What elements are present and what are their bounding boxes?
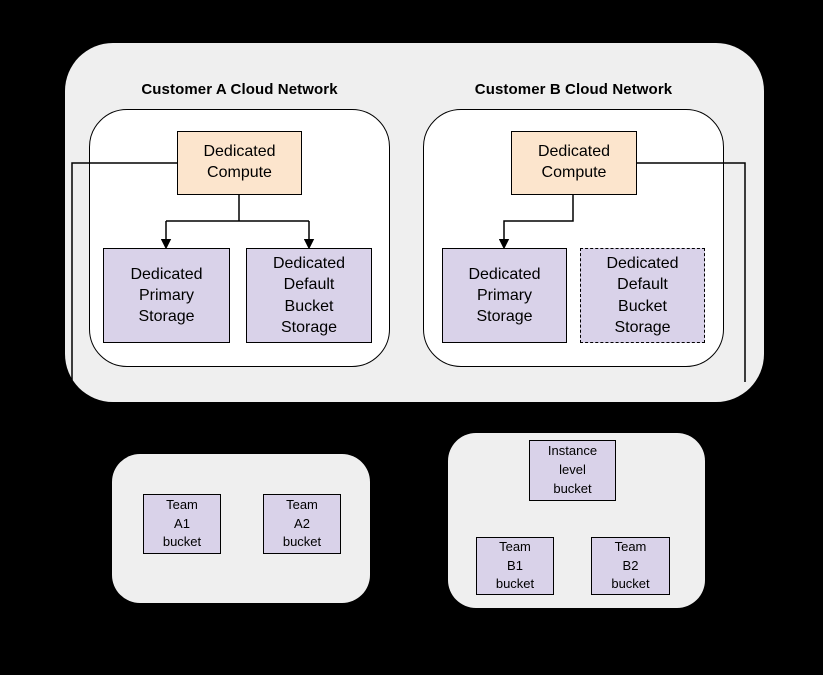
instance-level-bucket-node: Instance level bucket <box>529 440 616 501</box>
customer-a-network-title: Customer A Cloud Network <box>141 81 338 98</box>
team-b2-bucket-node: Team B2 bucket <box>591 537 670 595</box>
team-a1-bucket-label: Team A1 bucket <box>162 496 202 550</box>
customer-b-primary-storage-node: Dedicated Primary Storage <box>442 248 567 343</box>
customer-a-default-bucket-storage-label: Dedicated Default Bucket Storage <box>272 255 346 336</box>
instance-level-bucket-label: Instance level bucket <box>547 443 598 496</box>
customer-a-dedicated-compute-label: Dedicated Compute <box>203 143 276 181</box>
customer-a-primary-storage-label: Dedicated Primary Storage <box>130 265 203 326</box>
customer-a-primary-storage-node: Dedicated Primary Storage <box>103 248 230 343</box>
team-a1-bucket-node: Team A1 bucket <box>143 494 221 554</box>
customer-b-dedicated-compute-node: Dedicated Compute <box>511 131 637 195</box>
customer-b-network-title: Customer B Cloud Network <box>474 81 673 98</box>
customer-a-dedicated-compute-node: Dedicated Compute <box>177 131 302 195</box>
customer-b-primary-storage-label: Dedicated Primary Storage <box>468 265 541 326</box>
team-b1-bucket-label: Team B1 bucket <box>495 538 535 592</box>
customer-a-default-bucket-storage-node: Dedicated Default Bucket Storage <box>246 248 372 343</box>
team-b1-bucket-node: Team B1 bucket <box>476 537 554 595</box>
customer-b-dedicated-compute-label: Dedicated Compute <box>537 143 611 181</box>
connector-arrow-b-primary <box>498 195 574 250</box>
team-b2-bucket-label: Team B2 bucket <box>611 538 650 592</box>
team-a2-bucket-node: Team A2 bucket <box>263 494 341 554</box>
customer-b-default-bucket-storage-node: Dedicated Default Bucket Storage <box>580 248 705 343</box>
connector-compute-a-branch <box>166 195 309 222</box>
customer-b-default-bucket-storage-label: Dedicated Default Bucket Storage <box>606 255 679 336</box>
team-a2-bucket-label: Team A2 bucket <box>282 496 322 550</box>
connector-compute-a-left-down <box>71 162 177 380</box>
connector-compute-b-right-down <box>637 162 746 382</box>
